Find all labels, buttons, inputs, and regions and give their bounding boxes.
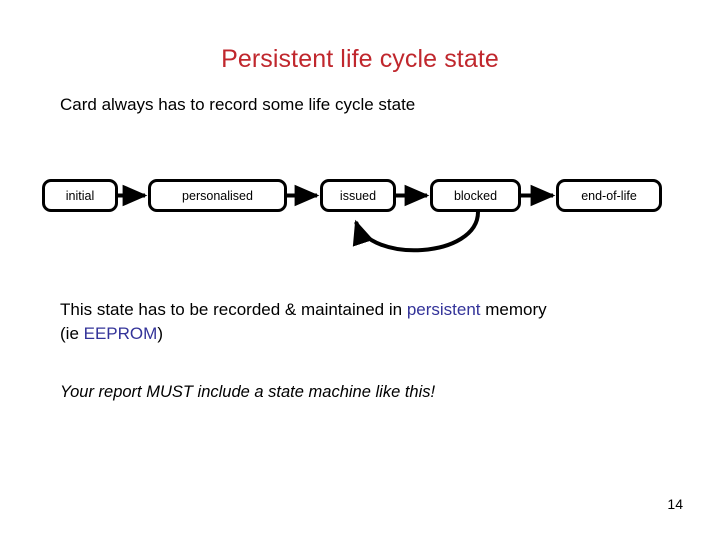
state-node-label: end-of-life: [581, 188, 637, 203]
body-text-segment: (ie: [60, 324, 84, 343]
body-paragraph: This state has to be recorded & maintain…: [60, 298, 680, 346]
body-text-segment: ): [157, 324, 163, 343]
state-node-label: issued: [339, 188, 377, 203]
state-node-end-of-life[interactable]: end-of-life: [556, 179, 662, 212]
highlight-eeprom: EEPROM: [83, 324, 158, 343]
state-node-initial[interactable]: initial: [42, 179, 118, 212]
state-transition-arrows: [118, 184, 556, 253]
page-number: 14: [667, 496, 683, 512]
body-text-segment: memory: [480, 300, 547, 319]
state-machine-diagram: initial personalised issued blocked end-…: [0, 160, 720, 280]
state-node-label: personalised: [182, 188, 253, 203]
state-node-issued[interactable]: issued: [320, 179, 396, 212]
state-node-personalised[interactable]: personalised: [148, 179, 287, 212]
highlight-persistent: persistent: [406, 300, 481, 319]
state-node-label: initial: [65, 188, 95, 203]
state-node-label: blocked: [453, 188, 498, 203]
arrow-blocked-to-issued-curved: [352, 211, 480, 253]
emphasis-statement: Your report MUST include a state machine…: [60, 383, 436, 401]
page-title: Persistent life cycle state: [221, 45, 499, 73]
state-node-blocked[interactable]: blocked: [430, 179, 521, 212]
body-text-segment: This state has to be recorded & maintain…: [60, 300, 407, 319]
lead-statement: Card always has to record some life cycl…: [60, 95, 416, 114]
